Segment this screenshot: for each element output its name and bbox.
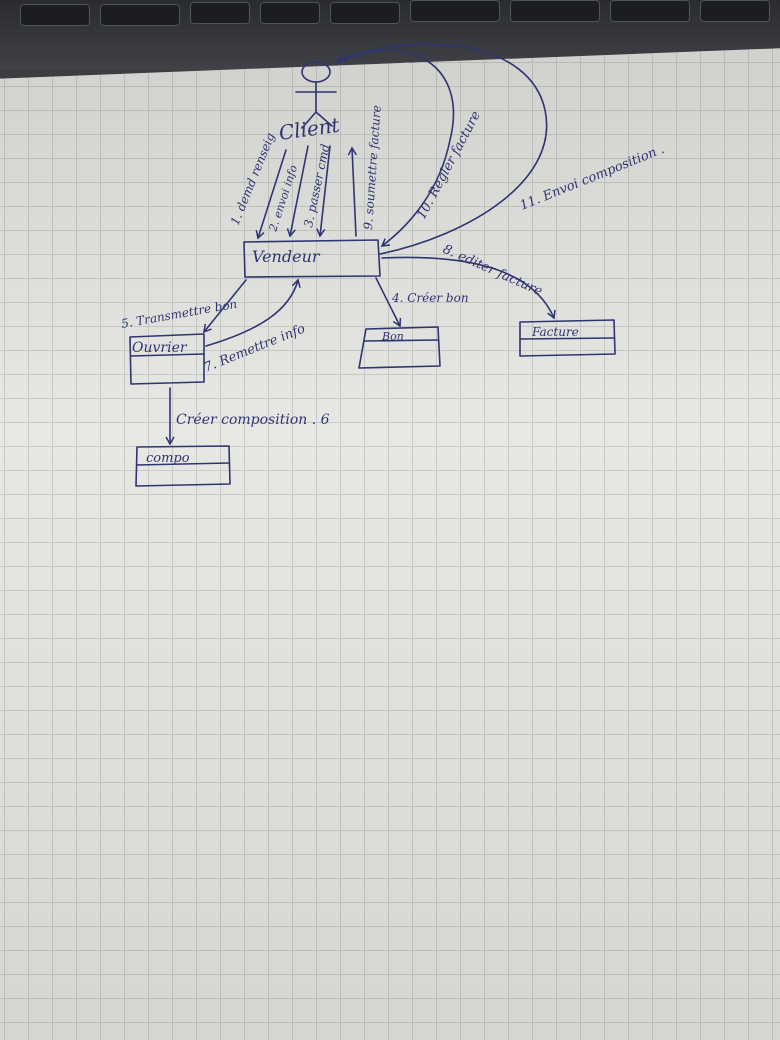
vendeur-label: Vendeur	[252, 247, 321, 266]
keyboard-background	[0, 0, 780, 70]
vendeur-box: Vendeur	[243, 239, 381, 278]
arrow-11	[336, 43, 548, 255]
compo-label: compo	[146, 451, 190, 466]
facture-label: Facture	[531, 325, 579, 339]
message-7: 7. Remettre info	[202, 321, 308, 375]
message-6: Créer composition . 6	[176, 412, 330, 428]
message-11: 11. Envoi composition .	[518, 142, 667, 214]
ouvrier-label: Ouvrier	[132, 340, 188, 356]
keyboard-key	[330, 2, 400, 24]
keyboard-key	[410, 0, 500, 22]
keyboard-key	[20, 4, 90, 26]
arrow-5	[203, 279, 247, 334]
arrow-7	[205, 278, 301, 347]
keyboard-key	[260, 2, 320, 24]
message-9: 9. soumettre facture	[361, 105, 384, 231]
arrow-2	[286, 145, 309, 238]
message-10: 10. Regler facture	[414, 108, 484, 221]
arrow-9	[347, 146, 357, 237]
keyboard-key	[510, 0, 600, 22]
client-actor	[295, 61, 337, 129]
client-label: Client	[277, 113, 342, 145]
arrow-4	[375, 277, 402, 328]
arrow-3	[316, 145, 331, 238]
keyboard-key	[700, 0, 770, 22]
arrow-8	[381, 256, 556, 320]
message-1: 1. demd renseig	[228, 130, 278, 227]
message-4: 4. Créer bon	[391, 291, 469, 305]
compo-box: compo	[135, 445, 231, 487]
message-5: 5. Transmettre bon	[120, 297, 238, 331]
keyboard-key	[100, 4, 180, 26]
arrow-1	[255, 149, 287, 240]
facture-box: Facture	[519, 319, 616, 357]
arrow-10	[335, 49, 455, 247]
keyboard-key	[190, 2, 250, 24]
keyboard-key	[610, 0, 690, 22]
bon-box: Bon	[358, 326, 441, 369]
ouvrier-box: Ouvrier	[129, 333, 205, 385]
grid-paper	[0, 48, 780, 1040]
bon-label: Bon	[381, 330, 404, 343]
